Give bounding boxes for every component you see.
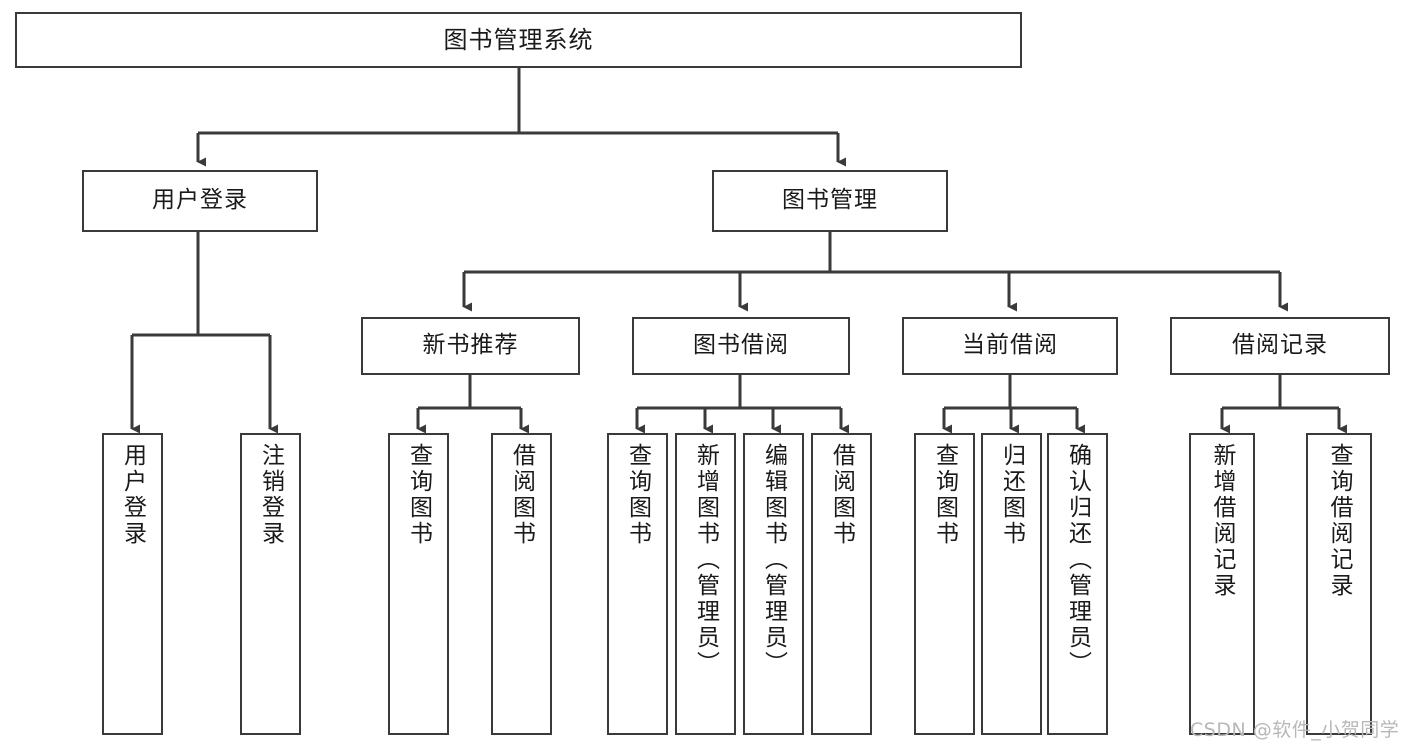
node-label: 新书推荐 [422,332,519,359]
node-label: 图书管理 [782,187,878,214]
watermark-text: CSDN @软件_小贺同学 [1190,719,1400,741]
node-label: 用户登录 [152,187,248,214]
leaf-query-book-3[interactable]: 查询图书 [914,433,975,735]
leaf-query-book-2[interactable]: 查询图书 [607,433,668,735]
node-label: 图书管理系统 [443,25,594,54]
node-label: 新增借阅记录 [1209,443,1236,599]
node-label: 用户登录 [119,443,146,547]
node-label: 注销登录 [257,443,284,547]
leaf-confirm-return[interactable]: 确认归还（管理员） [1047,433,1108,735]
node-label: 借阅图书 [508,443,535,547]
node-current-borrow[interactable]: 当前借阅 [902,317,1118,375]
node-new-book-recommend[interactable]: 新书推荐 [361,317,580,375]
leaf-borrow-book-2[interactable]: 借阅图书 [811,433,872,735]
node-label: 借阅记录 [1232,332,1328,359]
node-user-login[interactable]: 用户登录 [82,170,318,232]
node-label: 查询图书 [405,443,432,547]
leaf-query-book-1[interactable]: 查询图书 [388,433,449,735]
node-label: 确认归还（管理员） [1064,443,1091,677]
node-label: 查询图书 [624,443,651,547]
node-label: 借阅图书 [828,443,855,547]
leaf-borrow-book-1[interactable]: 借阅图书 [491,433,552,735]
node-label: 当前借阅 [962,332,1058,359]
node-label: 查询图书 [931,443,958,547]
leaf-edit-book[interactable]: 编辑图书（管理员） [743,433,804,735]
node-root-system[interactable]: 图书管理系统 [15,12,1022,68]
node-book-borrow[interactable]: 图书借阅 [632,317,850,375]
node-borrow-record[interactable]: 借阅记录 [1170,317,1390,375]
node-label: 归还图书 [998,443,1025,547]
leaf-logout[interactable]: 注销登录 [240,433,301,735]
node-label: 查询借阅记录 [1326,443,1353,599]
node-book-manage[interactable]: 图书管理 [712,170,948,232]
leaf-user-login[interactable]: 用户登录 [102,433,163,735]
node-label: 新增图书（管理员） [692,443,719,677]
leaf-query-record[interactable]: 查询借阅记录 [1306,433,1372,735]
leaf-add-book[interactable]: 新增图书（管理员） [675,433,736,735]
node-label: 图书借阅 [693,332,789,359]
leaf-return-book[interactable]: 归还图书 [981,433,1042,735]
leaf-add-record[interactable]: 新增借阅记录 [1189,433,1255,735]
node-label: 编辑图书（管理员） [760,443,787,677]
